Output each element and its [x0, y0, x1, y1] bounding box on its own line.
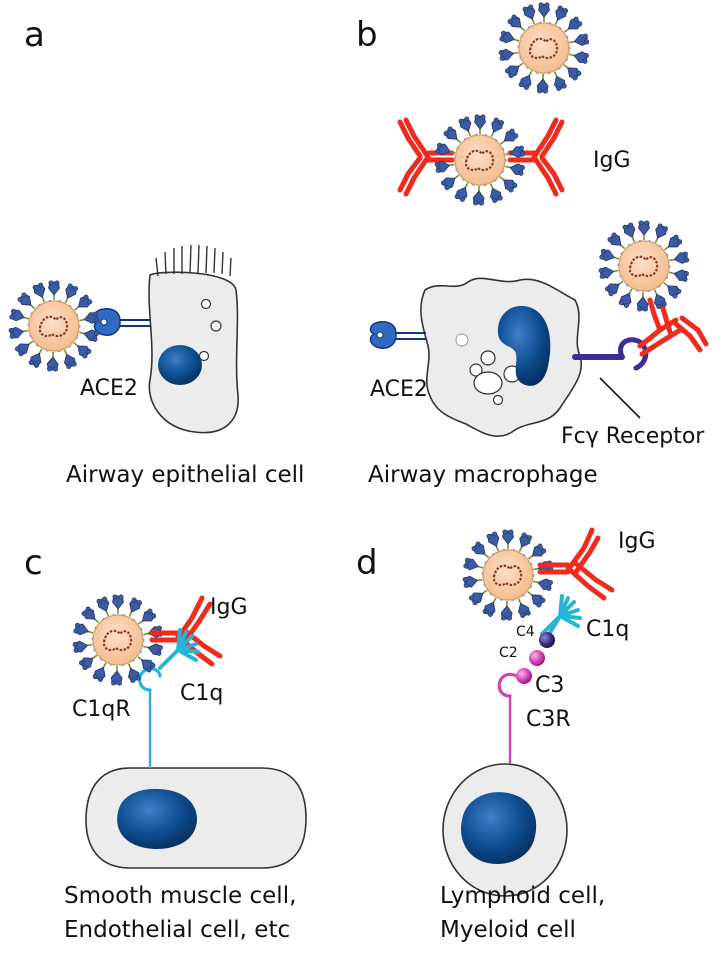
epithelial-cell: [148, 244, 239, 434]
nucleus: [460, 792, 537, 864]
macrophage-cell: [420, 277, 583, 437]
panel-c-c1qr-label: C1qR: [72, 697, 131, 722]
c1q-receptor: [138, 667, 162, 768]
panel-c-c1q-label: C1q: [180, 681, 223, 706]
c4-component: [539, 632, 555, 648]
panel-d-c4-label: C4: [516, 624, 535, 640]
panel-d-c1q-label: C1q: [586, 617, 629, 642]
fc-gamma-receptor: [572, 337, 649, 419]
cilia: [155, 244, 232, 277]
nucleus: [158, 345, 202, 385]
c3-component: [516, 668, 532, 684]
panel-c-caption-line2: Endothelial cell, etc: [64, 917, 290, 943]
panel-d: d IgG C1q C4 C2 C3 C3R Lymphoid cell: [356, 527, 656, 943]
opsonised-virus-bound: [599, 221, 709, 357]
virus-particle-free: [499, 3, 590, 94]
panel-a: a ACE2 Airway epithelial cell: [9, 15, 304, 488]
c2-component: [529, 650, 545, 666]
panel-d-caption-line2: Myeloid cell: [440, 917, 576, 943]
lymphoid-cell: [442, 763, 568, 897]
panel-b-letter: b: [356, 15, 378, 55]
panel-a-letter: a: [24, 15, 45, 55]
nucleus: [117, 788, 197, 850]
panel-b: b IgG: [356, 3, 709, 488]
smooth-muscle-cell: [85, 767, 307, 869]
panel-d-caption-line1: Lymphoid cell,: [440, 883, 605, 909]
c3-receptor: [497, 672, 522, 764]
panel-b-caption: Airway macrophage: [368, 462, 598, 488]
virus-particle: [9, 281, 100, 372]
nucleus: [497, 305, 551, 386]
panel-d-c2-label: C2: [499, 645, 518, 661]
ace2-receptor: [93, 307, 151, 337]
panel-d-c3r-label: C3R: [526, 707, 571, 732]
virus-igg-complex: [400, 115, 562, 206]
virus-particle-bound: [599, 221, 690, 312]
igg-antibody: [537, 527, 615, 601]
panel-c-letter: c: [24, 543, 43, 583]
panel-c-caption-line1: Smooth muscle cell,: [64, 883, 296, 909]
panel-d-igg-label: IgG: [618, 529, 656, 554]
panel-b-ace2-label: ACE2: [370, 377, 428, 402]
panel-b-igg-label: IgG: [593, 148, 631, 173]
panel-a-ace2-label: ACE2: [80, 376, 138, 401]
ace2-receptor: [369, 320, 427, 350]
panel-c: c IgG C1q C1qR Smooth muscle cell, Endot…: [24, 543, 307, 943]
panel-a-caption: Airway epithelial cell: [66, 462, 304, 488]
panel-b-fc-receptor-label: Fcγ Receptor: [561, 424, 705, 449]
virus-particle: [463, 530, 554, 621]
panel-c-igg-label: IgG: [210, 595, 248, 620]
panel-d-c3-label: C3: [535, 673, 564, 698]
panel-d-letter: d: [356, 543, 378, 583]
